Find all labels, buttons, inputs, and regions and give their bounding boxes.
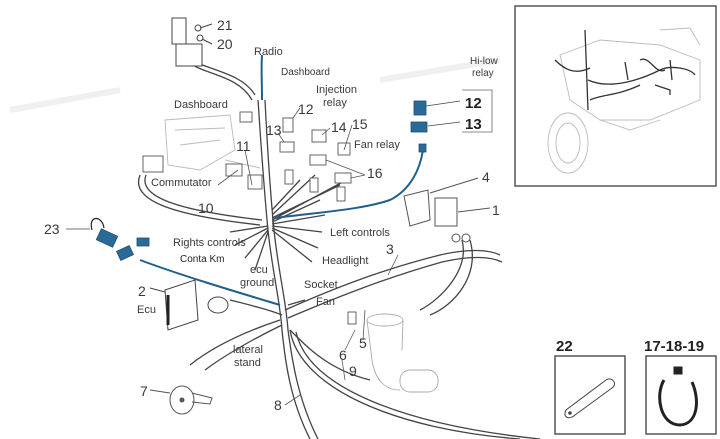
label-injection-relay: Injection: [316, 84, 357, 96]
label-dashboard-top: Dashboard: [281, 67, 330, 78]
callout-15: 15: [352, 116, 368, 132]
callout-10: 10: [198, 200, 214, 216]
switch-block: [171, 17, 213, 67]
hose-clamp: [658, 366, 698, 427]
label-lateral-stand: lateral: [233, 344, 263, 356]
inset-motorcycle: [547, 27, 701, 174]
label-ecu-ground: ecu: [250, 264, 268, 276]
highlighted-wires: [139, 54, 424, 306]
ecu-part: [149, 279, 229, 331]
callout-13: 13: [266, 122, 282, 138]
callout-13-hilow: 13: [465, 116, 482, 133]
leader-lines: [217, 107, 399, 406]
callout-21: 21: [217, 17, 233, 33]
inset-frame: [514, 5, 717, 187]
callout-16: 16: [367, 165, 383, 181]
callout-20: 20: [217, 36, 233, 52]
callout-17-18-19: 17-18-19: [644, 338, 705, 355]
label-socket: Socket: [304, 279, 338, 291]
callout-2: 2: [138, 283, 146, 299]
label-conta-km: Conta Km: [180, 254, 225, 265]
fuel-pump: [347, 311, 439, 393]
main-harness: [137, 54, 541, 439]
background-watermark: [9, 57, 501, 113]
label-ecu-ground-2: ground: [240, 277, 275, 289]
callout-22: 22: [556, 338, 573, 355]
hilow-relay: [410, 89, 493, 153]
callout-12-hilow: 12: [465, 95, 482, 112]
connector-23: [66, 217, 150, 262]
label-hilow-relay: Hi-low: [470, 56, 498, 67]
label-dashboard-left: Dashboard: [174, 99, 228, 111]
callout-23: 23: [44, 221, 60, 237]
callout-11: 11: [236, 138, 251, 154]
dashboard-part: [164, 114, 261, 171]
callout-4: 4: [482, 169, 490, 185]
label-injection-relay-2: relay: [323, 97, 347, 109]
callout-14: 14: [331, 119, 347, 135]
callout-6: 6: [339, 347, 347, 363]
label-commutator: Commutator: [151, 177, 212, 189]
label-fan-relay: Fan relay: [354, 139, 400, 151]
label-lateral-stand-2: stand: [234, 357, 261, 369]
label-hilow-relay-2: relay: [472, 68, 494, 79]
callout-1: 1: [492, 202, 500, 218]
part-22-box: [554, 355, 626, 435]
callout-5: 5: [359, 335, 367, 351]
horn: [149, 385, 213, 415]
callout-7: 7: [140, 383, 148, 399]
callout-3: 3: [386, 241, 394, 257]
label-headlight: Headlight: [322, 255, 369, 267]
callout-9: 9: [349, 363, 357, 379]
label-ecu: Ecu: [137, 304, 156, 316]
label-rights-controls: Rights controls: [173, 237, 246, 249]
label-left-controls: Left controls: [330, 227, 390, 239]
part-4-1: [403, 177, 491, 243]
label-radio: Radio: [254, 46, 283, 58]
label-fan: Fan: [316, 296, 335, 308]
part-22-strap: [564, 378, 615, 419]
callout-12: 12: [298, 101, 314, 117]
callout-8: 8: [274, 397, 282, 413]
